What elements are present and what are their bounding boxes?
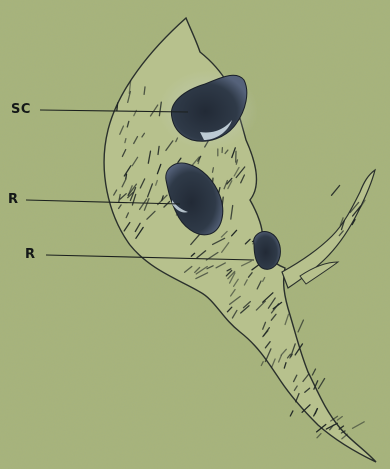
fiber-stroke [117,103,118,111]
fiber-stroke [144,87,145,95]
label-sc: SC [11,102,31,117]
label-r-upper: R [8,192,19,207]
fiber-stroke [126,174,127,179]
label-r-lower: R [25,247,36,262]
nucleus-r-lower [254,232,281,270]
fiber-stroke [213,168,214,173]
